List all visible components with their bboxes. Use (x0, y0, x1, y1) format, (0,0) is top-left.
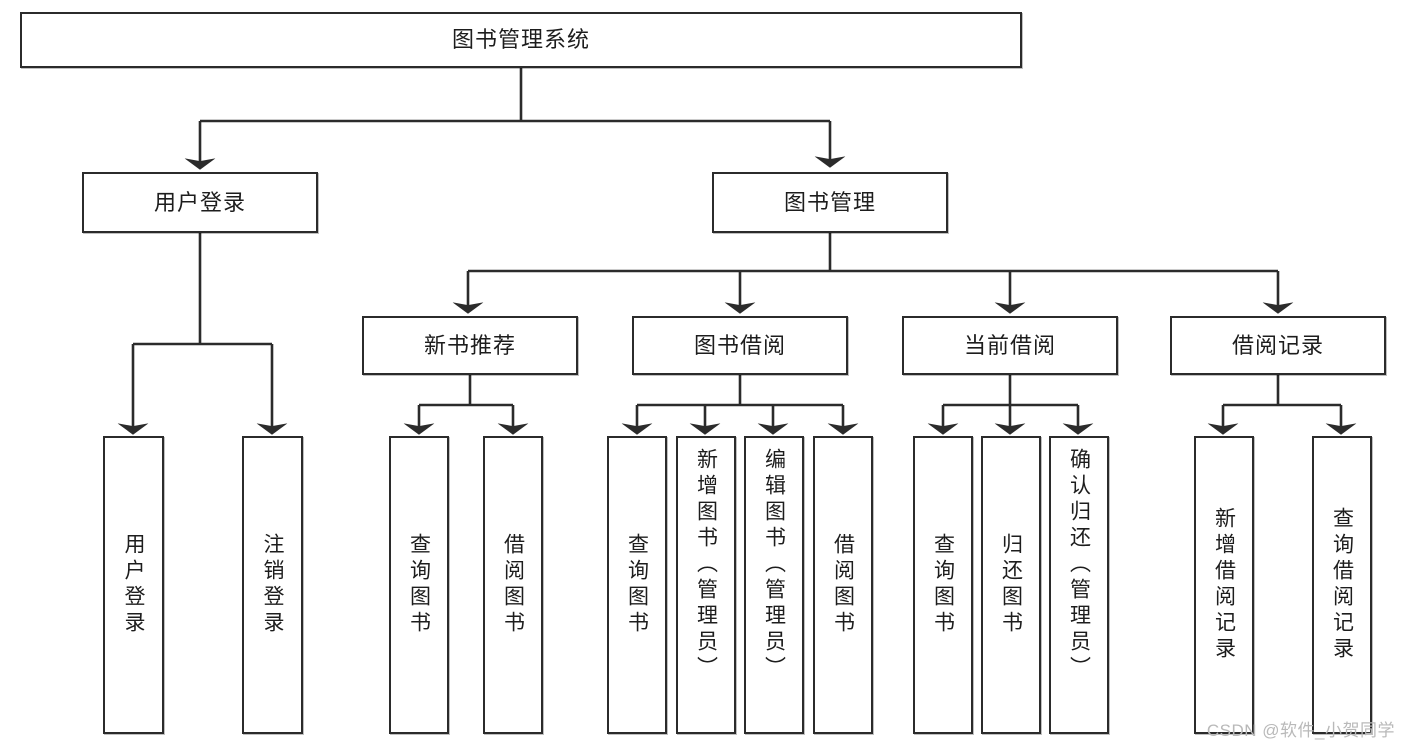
node-label: 查询图书 (931, 533, 955, 637)
node-label: 注销登录 (261, 533, 284, 637)
node-borrow-record[interactable]: 借阅记录 (1170, 316, 1386, 375)
node-label: 图书借阅 (693, 332, 786, 358)
node-label: 新增图书（管理员） (694, 448, 718, 682)
node-label: 用户登录 (153, 189, 246, 215)
leaf-query-book-recommend[interactable]: 查询图书 (389, 436, 449, 734)
leaf-add-book-admin[interactable]: 新增图书（管理员） (676, 436, 736, 734)
node-book-borrow[interactable]: 图书借阅 (632, 316, 848, 375)
node-label: 新书推荐 (423, 332, 516, 358)
node-label: 用户登录 (122, 533, 145, 637)
leaf-user-login[interactable]: 用户登录 (103, 436, 164, 734)
node-label: 借阅图书 (501, 533, 525, 637)
node-label: 查询图书 (625, 533, 649, 637)
node-label: 新增借阅记录 (1212, 507, 1236, 663)
node-root-system[interactable]: 图书管理系统 (20, 12, 1022, 68)
node-label: 借阅图书 (831, 533, 855, 637)
leaf-query-borrow-record[interactable]: 查询借阅记录 (1312, 436, 1372, 734)
csdn-watermark: CSDN @软件_小贺同学 (1206, 721, 1395, 740)
node-label: 编辑图书（管理员） (762, 448, 786, 682)
leaf-borrow-book[interactable]: 借阅图书 (813, 436, 873, 734)
node-user-login[interactable]: 用户登录 (82, 172, 318, 233)
leaf-edit-book-admin[interactable]: 编辑图书（管理员） (744, 436, 804, 734)
node-current-borrow[interactable]: 当前借阅 (902, 316, 1118, 375)
node-label: 归还图书 (999, 533, 1023, 637)
leaf-user-logout[interactable]: 注销登录 (242, 436, 303, 734)
node-book-management[interactable]: 图书管理 (712, 172, 948, 233)
node-label: 图书管理 (783, 189, 876, 215)
leaf-confirm-return-admin[interactable]: 确认归还（管理员） (1049, 436, 1109, 734)
node-label: 当前借阅 (963, 332, 1056, 358)
leaf-add-borrow-record[interactable]: 新增借阅记录 (1194, 436, 1254, 734)
node-label: 查询图书 (407, 533, 431, 637)
leaf-query-book-current[interactable]: 查询图书 (913, 436, 973, 734)
node-label: 图书管理系统 (451, 27, 590, 52)
leaf-return-book[interactable]: 归还图书 (981, 436, 1041, 734)
node-label: 查询借阅记录 (1330, 507, 1354, 663)
leaf-query-book-borrow[interactable]: 查询图书 (607, 436, 667, 734)
node-new-book-recommend[interactable]: 新书推荐 (362, 316, 578, 375)
node-label: 确认归还（管理员） (1067, 448, 1091, 682)
node-label: 借阅记录 (1231, 332, 1324, 358)
leaf-borrow-book-recommend[interactable]: 借阅图书 (483, 436, 543, 734)
